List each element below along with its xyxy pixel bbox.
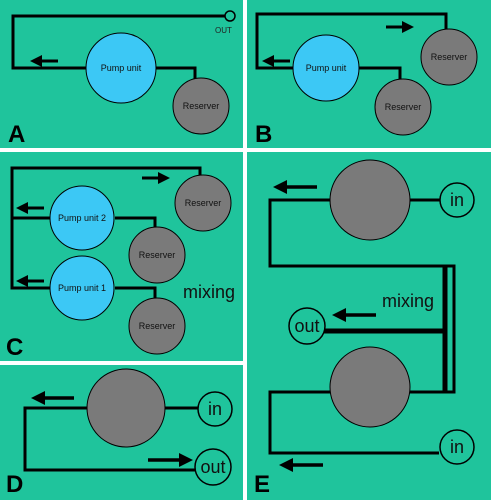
panel-c-flow-lines <box>10 166 202 300</box>
panel-c-reserver-top <box>174 174 232 232</box>
panel-c-reserver-mid <box>128 226 186 284</box>
panel-a-reserver-label: Reserver <box>183 101 220 111</box>
panel-e-in-bottom-label: in <box>450 437 464 457</box>
panel-b-reserver-top <box>420 28 478 86</box>
panel-a: OUT Pump unit Reserver A <box>0 0 243 148</box>
panel-d-letter: D <box>6 471 23 498</box>
panel-a-reserver <box>172 77 230 135</box>
panel-d-pump-unit <box>86 368 166 448</box>
panel-a-flow-lines <box>11 14 230 80</box>
panel-e-letter: E <box>254 471 270 498</box>
panel-e: in out mixing in E <box>247 152 491 500</box>
panel-b: Pump unit Reserver Reserver B <box>247 0 491 148</box>
panel-b-reserver-bottom <box>374 78 432 136</box>
panel-e-pump-bottom <box>329 346 411 428</box>
panel-b-reserver-top-label: Reserver <box>431 52 468 62</box>
panel-c-reserver-bottom <box>128 297 186 355</box>
panel-a-pump-unit <box>85 32 157 104</box>
panel-d-inlet <box>197 391 233 427</box>
panel-c-reserver-bottom-label: Reserver <box>139 321 176 331</box>
panel-e-in-top-label: in <box>450 190 464 210</box>
panel-b-flow-lines <box>255 12 448 82</box>
panel-a-out-label: OUT <box>215 26 232 35</box>
panel-a-pump-label: Pump unit <box>101 63 142 73</box>
panel-e-flow-lines <box>268 198 456 455</box>
panel-c-reserver-mid-label: Reserver <box>139 250 176 260</box>
panel-c-pump-unit-2 <box>49 185 115 251</box>
panel-d-outlet <box>194 448 232 486</box>
panel-c-pump2-label: Pump unit 2 <box>58 213 106 223</box>
panel-e-outlet <box>288 307 326 345</box>
panel-b-letter: B <box>255 121 272 148</box>
panel-c-pump1-label: Pump unit 1 <box>58 283 106 293</box>
panel-d-flow-lines <box>23 406 198 472</box>
panel-e-mixing-label: mixing <box>382 291 434 311</box>
panel-e-inlet-bottom <box>439 429 475 465</box>
panel-b-pump-label: Pump unit <box>306 63 347 73</box>
panel-c-reserver-top-label: Reserver <box>185 198 222 208</box>
panel-a-outlet-port <box>224 10 236 22</box>
panel-d-in-label: in <box>208 399 222 419</box>
panel-c-letter: C <box>6 334 23 361</box>
panel-c-mixing-label: mixing <box>183 282 235 302</box>
panel-b-pump-unit <box>292 34 360 102</box>
panel-e-inlet-top <box>439 182 475 218</box>
panel-a-letter: A <box>8 121 25 148</box>
panel-c-pump-unit-1 <box>49 255 115 321</box>
panel-d-out-label: out <box>200 457 225 477</box>
panel-e-pump-top <box>329 159 411 241</box>
panel-d: in out D <box>0 365 243 500</box>
panel-e-out-label: out <box>294 316 319 336</box>
panel-b-reserver-bottom-label: Reserver <box>385 102 422 112</box>
panel-c: Pump unit 2 Pump unit 1 Reserver Reserve… <box>0 152 243 361</box>
